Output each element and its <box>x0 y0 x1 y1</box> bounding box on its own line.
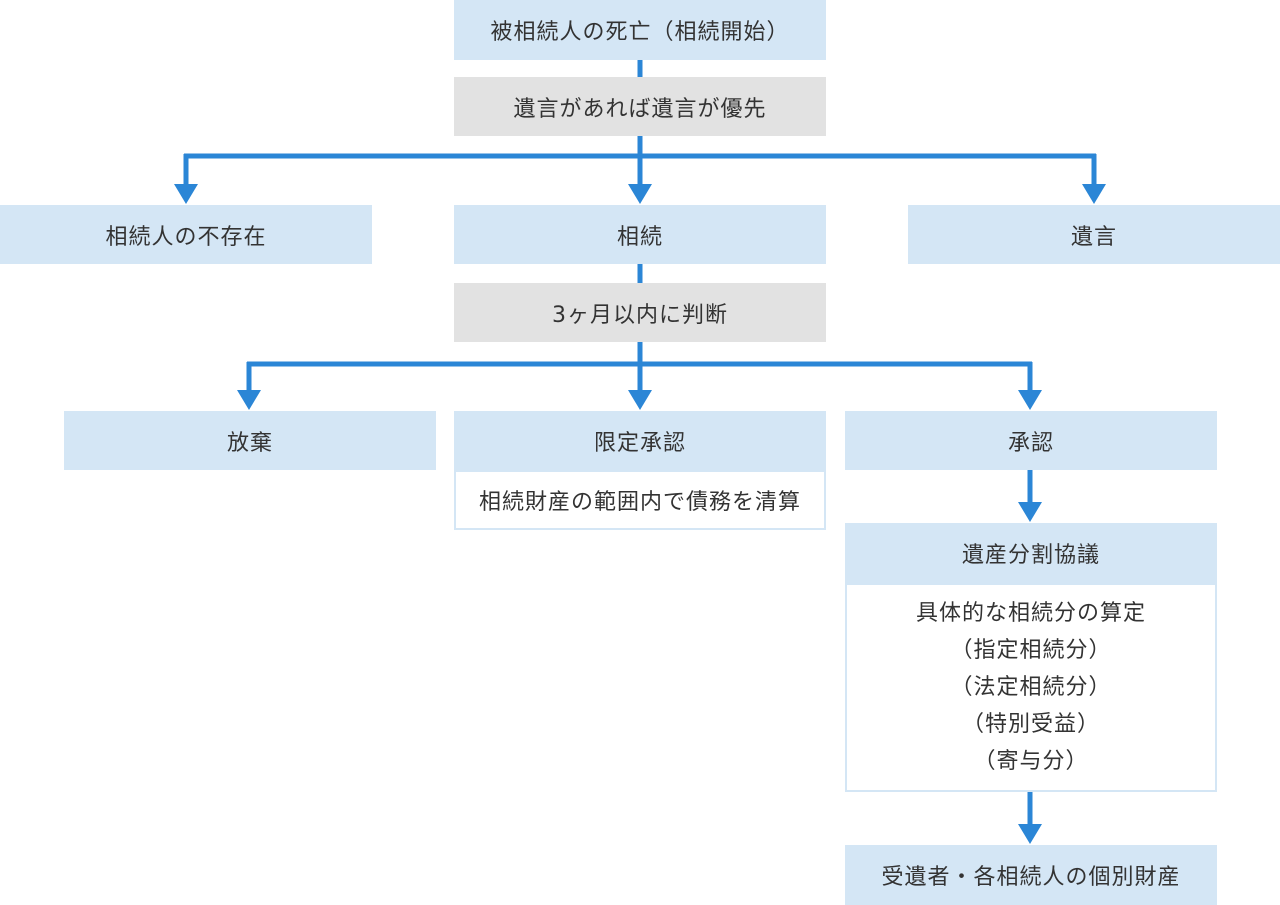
arrowhead-no-heir <box>174 184 198 204</box>
division-detail-line: 具体的な相続分の算定 <box>915 601 1146 626</box>
division-detail-line: （特別受益） <box>961 712 1100 737</box>
node-no-heir: 相続人の不存在 <box>0 205 372 264</box>
arrowhead-final <box>1018 824 1042 844</box>
node-limited-acceptance-note: 相続財産の範囲内で債務を清算 <box>454 470 826 530</box>
node-division-details: 具体的な相続分の算定 （指定相続分） （法定相続分） （特別受益） （寄与分） <box>845 583 1217 792</box>
arrowhead-limited-acceptance <box>628 390 652 410</box>
arrowhead-division <box>1018 502 1042 522</box>
node-final-assets: 受遺者・各相続人の個別財産 <box>845 845 1217 905</box>
arrowhead-inheritance <box>628 184 652 204</box>
node-limited-acceptance: 限定承認 <box>454 411 826 470</box>
node-decide-3-months: 3ヶ月以内に判断 <box>454 283 826 342</box>
arrowhead-renounce <box>237 390 261 410</box>
division-detail-line: （法定相続分） <box>950 675 1112 700</box>
node-will: 遺言 <box>908 205 1280 264</box>
node-will-priority: 遺言があれば遺言が優先 <box>454 77 826 136</box>
node-death: 被相続人の死亡（相続開始） <box>454 0 826 60</box>
division-detail-line: （寄与分） <box>973 749 1089 774</box>
node-division-agreement: 遺産分割協議 <box>845 523 1217 583</box>
arrowhead-will <box>1082 184 1106 204</box>
arrowhead-acceptance <box>1018 390 1042 410</box>
node-renounce: 放棄 <box>64 411 436 470</box>
node-inheritance: 相続 <box>454 205 826 264</box>
node-acceptance: 承認 <box>845 411 1217 470</box>
division-detail-line: （指定相続分） <box>950 638 1112 663</box>
